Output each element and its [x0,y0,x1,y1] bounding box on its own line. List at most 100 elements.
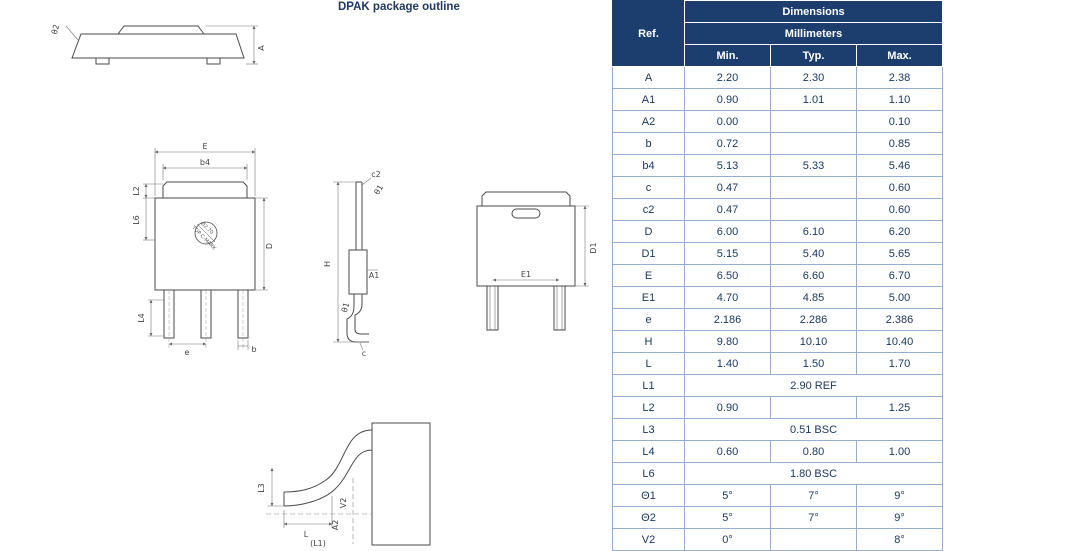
max-cell: 5.46 [855,154,944,177]
dim-label-L6: L6 [132,215,141,225]
back-view [476,191,576,331]
typ-cell: 6.10 [770,220,857,243]
dim-label-b: b [251,345,256,354]
min-cell: 2.20 [684,66,771,89]
max-cell: 0.60 [855,176,944,199]
min-cell: 0.90 [684,396,771,419]
min-cell: 5° [684,506,771,529]
ref-cell: E1 [612,286,685,309]
typ-cell: 2.30 [770,66,857,89]
side-view [346,181,369,343]
typ-cell [770,198,857,221]
min-cell: 5.15 [684,242,771,265]
ref-cell: L4 [612,440,685,463]
typ-cell: 7° [770,506,857,529]
top-profile-view [65,25,245,65]
dim-label-H: H [323,261,332,267]
front-view-dims [143,148,268,350]
min-cell: 0.72 [684,132,771,155]
typ-cell [770,528,857,551]
max-cell: 6.70 [855,264,944,287]
typ-cell: 4.85 [770,286,857,309]
max-cell: 6.20 [855,220,944,243]
min-header: Min. [684,44,771,67]
dim-label-e-pitch: e [185,348,190,357]
ref-cell: A [612,66,685,89]
min-cell: 2.186 [684,308,771,331]
min-cell: 0.47 [684,198,771,221]
typ-cell: 5.40 [770,242,857,265]
ref-cell: H [612,330,685,353]
min-cell: 1.40 [684,352,771,375]
package-outline-drawing: θ2 A E b4 L2 L6 D L4 e b Ø2.70 TOP C-MAR… [50,23,598,548]
max-header: Max. [855,44,944,67]
max-cell: 1.70 [855,352,944,375]
min-cell: 0.47 [684,176,771,199]
max-cell: 0.60 [855,198,944,221]
ref-cell: L3 [612,418,685,441]
ref-cell: e [612,308,685,331]
millimeters-header: Millimeters [683,22,944,45]
dim-label-L3: L3 [257,483,266,493]
max-cell: 2.386 [855,308,944,331]
ref-cell: D1 [612,242,685,265]
lead-detail-view [266,422,431,546]
ref-cell: b [612,132,685,155]
ref-cell: E [612,264,685,287]
typ-cell: 0.80 [770,440,857,463]
max-cell: 10.40 [855,330,944,353]
back-view-dims [492,205,589,287]
dim-label-D1: D1 [589,242,598,253]
max-cell: 1.25 [855,396,944,419]
max-cell: 1.00 [855,440,944,463]
typ-cell: 10.10 [770,330,857,353]
span-value-cell: 1.80 BSC [683,462,944,485]
ref-cell: Θ2 [612,506,685,529]
ref-cell: L6 [612,462,685,485]
dim-label-theta1-bottom: θ1 [340,301,351,313]
dimensions-table-header: Ref. Dimensions Millimeters Min. Typ. Ma… [612,0,944,67]
ref-cell: L [612,352,685,375]
typ-header: Typ. [770,44,857,67]
max-cell: 1.10 [855,88,944,111]
max-cell: 9° [855,506,944,529]
typ-cell: 1.50 [770,352,857,375]
max-cell: 8° [855,528,944,551]
typ-cell [770,132,857,155]
span-value-cell: 0.51 BSC [683,418,944,441]
typ-cell: 1.01 [770,88,857,111]
dim-label-theta2: θ2 [50,23,61,35]
lead-detail-dims [267,467,333,528]
typ-cell [770,110,857,133]
min-cell: 6.00 [684,220,771,243]
dim-label-c2: c2 [371,170,381,179]
dim-label-L2: L2 [132,186,141,196]
min-cell: 5° [684,484,771,507]
min-cell: 0.00 [684,110,771,133]
max-cell: 2.38 [855,66,944,89]
ref-cell: V2 [612,528,685,551]
dim-label-b4: b4 [200,158,210,167]
min-cell: 9.80 [684,330,771,353]
max-cell: 0.10 [855,110,944,133]
ref-cell: D [612,220,685,243]
ref-cell: Θ1 [612,484,685,507]
